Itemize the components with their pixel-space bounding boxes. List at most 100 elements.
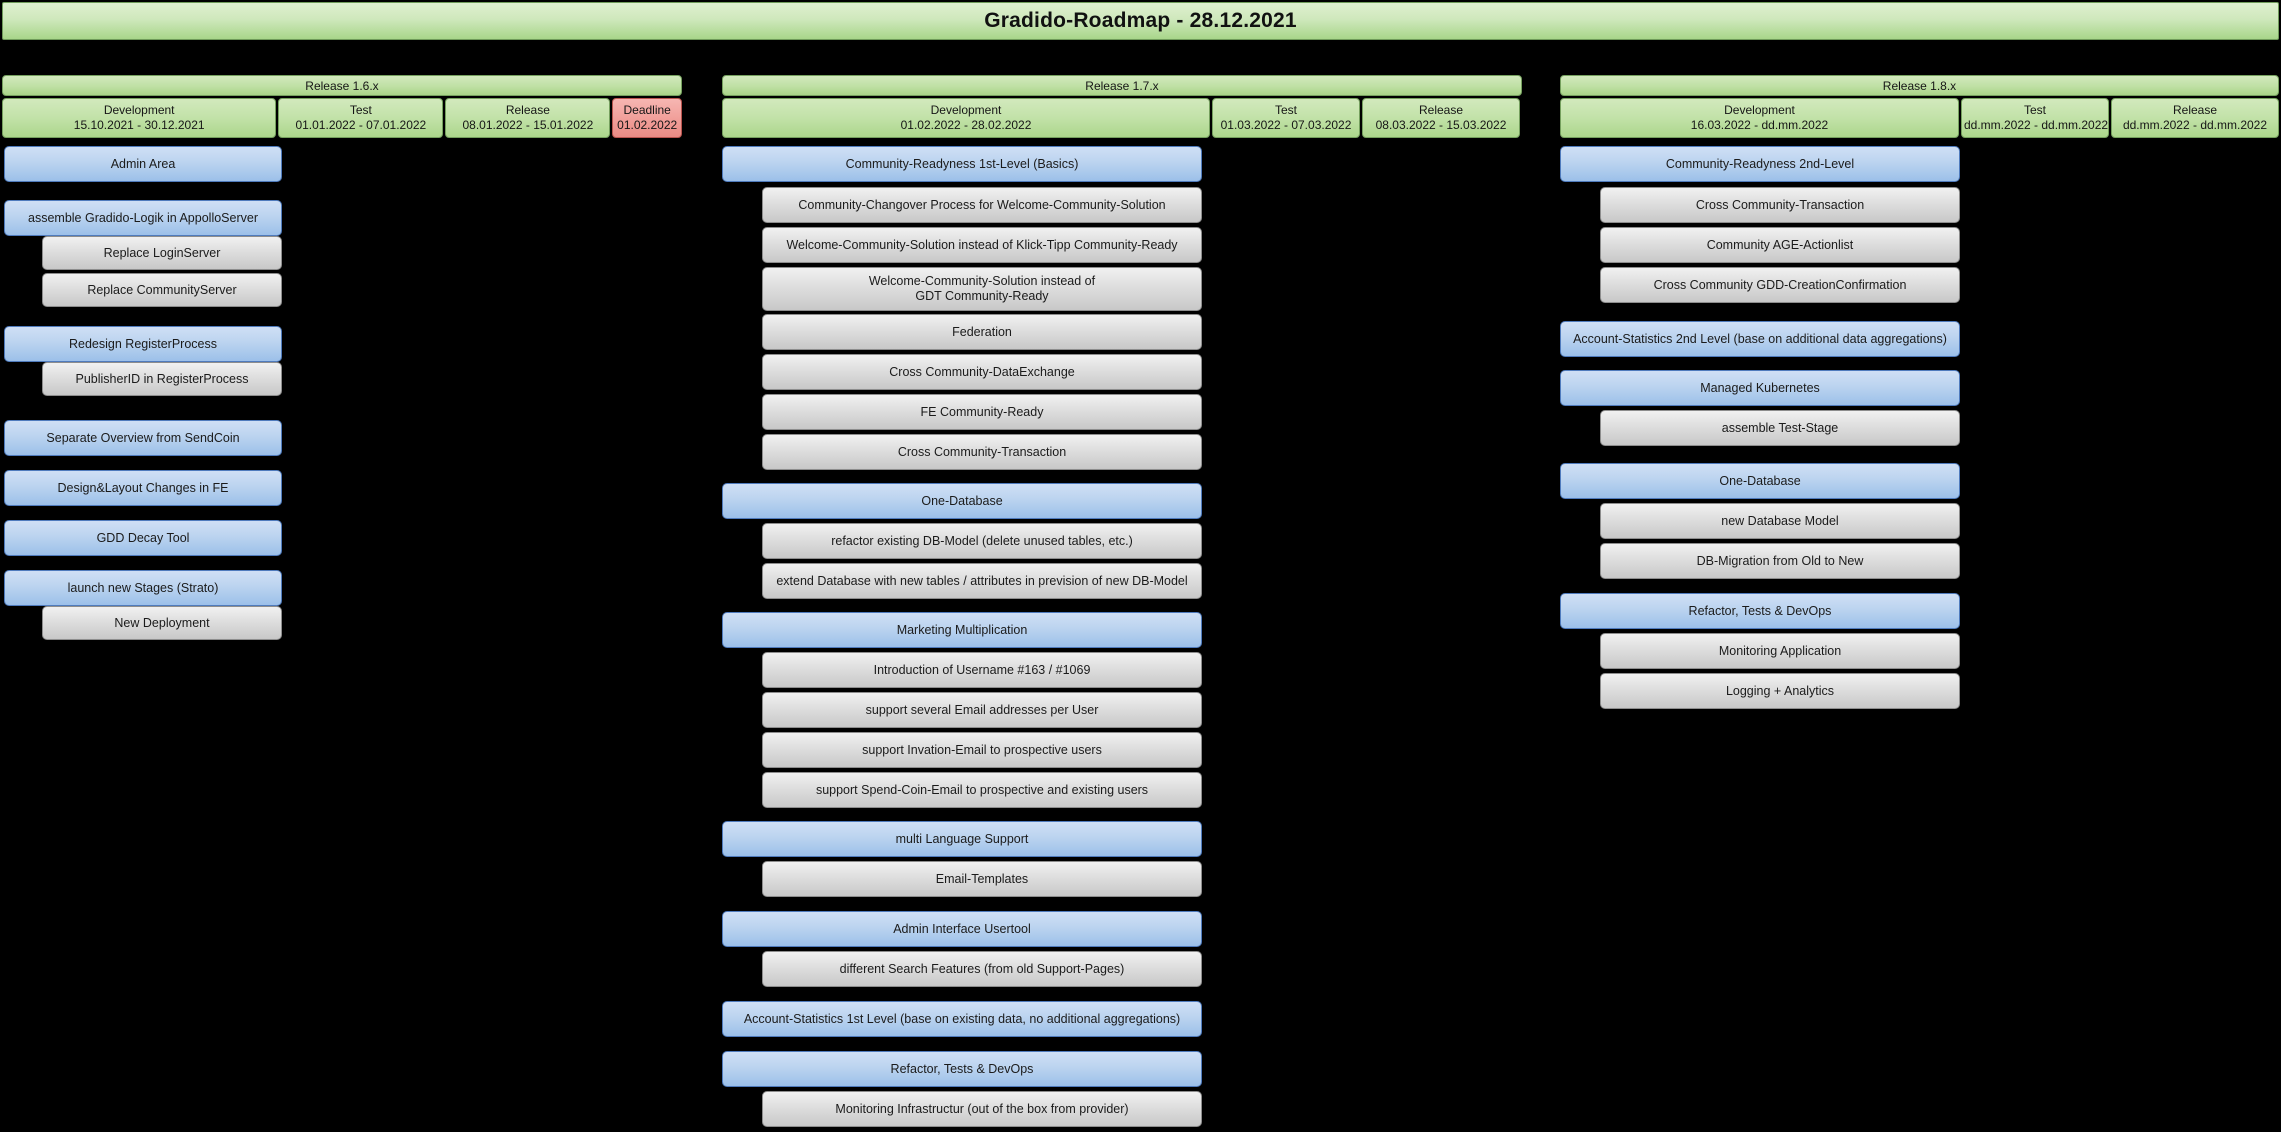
task-item-parent[interactable]: Account-Statistics 2nd Level (base on ad…: [1560, 321, 1960, 357]
task-label: Replace CommunityServer: [87, 282, 237, 297]
phase-dates: 08.01.2022 - 15.01.2022: [462, 117, 594, 132]
task-item-child[interactable]: Logging + Analytics: [1600, 673, 1960, 709]
task-item-parent[interactable]: Admin Interface Usertool: [722, 911, 1202, 947]
task-item-child[interactable]: refactor existing DB-Model (delete unuse…: [762, 523, 1202, 559]
task-item-parent[interactable]: Redesign RegisterProcess: [4, 326, 282, 362]
task-item-parent[interactable]: One-Database: [1560, 463, 1960, 499]
task-label: Community-Changover Process for Welcome-…: [798, 197, 1166, 212]
task-item-child[interactable]: assemble Test-Stage: [1600, 410, 1960, 446]
task-label: new Database Model: [1721, 513, 1839, 528]
task-item-parent[interactable]: Community-Readyness 2nd-Level: [1560, 146, 1960, 182]
phase-name: Release: [505, 103, 550, 117]
phase-name: Deadline: [623, 103, 671, 117]
task-item-parent[interactable]: Marketing Multiplication: [722, 612, 1202, 648]
task-label: One-Database: [921, 493, 1003, 508]
task-item-parent[interactable]: GDD Decay Tool: [4, 520, 282, 556]
task-label: Separate Overview from SendCoin: [46, 430, 240, 445]
task-item-parent[interactable]: Refactor, Tests & DevOps: [1560, 593, 1960, 629]
task-label: Monitoring Application: [1718, 643, 1842, 658]
task-item-child[interactable]: Replace LoginServer: [42, 236, 282, 270]
task-item-child[interactable]: Monitoring Application: [1600, 633, 1960, 669]
task-label: launch new Stages (Strato): [67, 580, 219, 595]
task-item-parent[interactable]: Managed Kubernetes: [1560, 370, 1960, 406]
task-label: support several Email addresses per User: [865, 702, 1099, 717]
phase-dates: 15.10.2021 - 30.12.2021: [73, 117, 205, 132]
phase-name: Test: [349, 103, 372, 117]
task-item-child[interactable]: Introduction of Username #163 / #1069: [762, 652, 1202, 688]
phase-name: Test: [1274, 103, 1297, 117]
task-item-child[interactable]: support Invation-Email to prospective us…: [762, 732, 1202, 768]
release-header: Release 1.7.x: [722, 75, 1522, 96]
task-item-child[interactable]: Community AGE-Actionlist: [1600, 227, 1960, 263]
task-label: Cross Community-Transaction: [1695, 197, 1865, 212]
task-item-parent[interactable]: Community-Readyness 1st-Level (Basics): [722, 146, 1202, 182]
task-item-child[interactable]: extend Database with new tables / attrib…: [762, 563, 1202, 599]
task-item-child[interactable]: Federation: [762, 314, 1202, 350]
task-label: Cross Community GDD-CreationConfirmation: [1653, 277, 1907, 292]
task-item-child[interactable]: Welcome-Community-Solution instead of GD…: [762, 267, 1202, 311]
task-label: PublisherID in RegisterProcess: [75, 371, 249, 386]
task-label: refactor existing DB-Model (delete unuse…: [831, 533, 1133, 548]
task-label: assemble Test-Stage: [1721, 420, 1839, 435]
task-item-child[interactable]: Replace CommunityServer: [42, 273, 282, 307]
task-item-parent[interactable]: assemble Gradido-Logik in AppolloServer: [4, 200, 282, 236]
task-item-child[interactable]: DB-Migration from Old to New: [1600, 543, 1960, 579]
task-label: Cross Community-Transaction: [897, 444, 1067, 459]
task-label: Community AGE-Actionlist: [1706, 237, 1854, 252]
phase-dates: 01.02.2022 - 28.02.2022: [900, 117, 1032, 132]
task-item-child[interactable]: New Deployment: [42, 606, 282, 640]
task-item-child[interactable]: Monitoring Infrastructur (out of the box…: [762, 1091, 1202, 1127]
task-label: Refactor, Tests & DevOps: [1688, 603, 1832, 618]
phase-name: Development: [103, 103, 175, 117]
task-label: Refactor, Tests & DevOps: [890, 1061, 1034, 1076]
task-item-parent[interactable]: Design&Layout Changes in FE: [4, 470, 282, 506]
task-item-child[interactable]: different Search Features (from old Supp…: [762, 951, 1202, 987]
task-label: Design&Layout Changes in FE: [57, 480, 229, 495]
task-item-child[interactable]: Welcome-Community-Solution instead of Kl…: [762, 227, 1202, 263]
task-item-child[interactable]: Cross Community-Transaction: [1600, 187, 1960, 223]
task-item-parent[interactable]: Separate Overview from SendCoin: [4, 420, 282, 456]
task-item-parent[interactable]: One-Database: [722, 483, 1202, 519]
task-item-child[interactable]: new Database Model: [1600, 503, 1960, 539]
task-item-child[interactable]: Cross Community-Transaction: [762, 434, 1202, 470]
task-item-child[interactable]: Cross Community GDD-CreationConfirmation: [1600, 267, 1960, 303]
task-label: extend Database with new tables / attrib…: [776, 573, 1188, 588]
task-item-child[interactable]: FE Community-Ready: [762, 394, 1202, 430]
phase-dates: 01.01.2022 - 07.01.2022: [295, 117, 427, 132]
phase-name: Test: [2023, 103, 2046, 117]
task-item-child[interactable]: PublisherID in RegisterProcess: [42, 362, 282, 396]
task-label: Email-Templates: [935, 871, 1029, 886]
release-name: Release 1.8.x: [1882, 78, 1957, 93]
task-item-child[interactable]: Email-Templates: [762, 861, 1202, 897]
task-item-parent[interactable]: Admin Area: [4, 146, 282, 182]
phase-dates: 08.03.2022 - 15.03.2022: [1375, 117, 1507, 132]
task-label: Admin Interface Usertool: [893, 921, 1031, 936]
task-label: Community-Readyness 2nd-Level: [1665, 156, 1855, 171]
task-label: support Invation-Email to prospective us…: [862, 742, 1102, 757]
task-label: Account-Statistics 1st Level (base on ex…: [743, 1011, 1181, 1026]
phase-name: Release: [1418, 103, 1464, 117]
task-item-parent[interactable]: Account-Statistics 1st Level (base on ex…: [722, 1001, 1202, 1037]
task-label: multi Language Support: [895, 831, 1029, 846]
task-item-child[interactable]: support Spend-Coin-Email to prospective …: [762, 772, 1202, 808]
task-item-parent[interactable]: Refactor, Tests & DevOps: [722, 1051, 1202, 1087]
task-item-parent[interactable]: multi Language Support: [722, 821, 1202, 857]
task-item-child[interactable]: Cross Community-DataExchange: [762, 354, 1202, 390]
task-item-child[interactable]: support several Email addresses per User: [762, 692, 1202, 728]
release-header: Release 1.6.x: [2, 75, 682, 96]
phase-dates: dd.mm.2022 - dd.mm.2022: [1964, 117, 2109, 132]
phase-dates: 01.02.2022: [617, 117, 678, 132]
task-label: Admin Area: [110, 156, 176, 171]
task-item-parent[interactable]: launch new Stages (Strato): [4, 570, 282, 606]
task-item-child[interactable]: Community-Changover Process for Welcome-…: [762, 187, 1202, 223]
